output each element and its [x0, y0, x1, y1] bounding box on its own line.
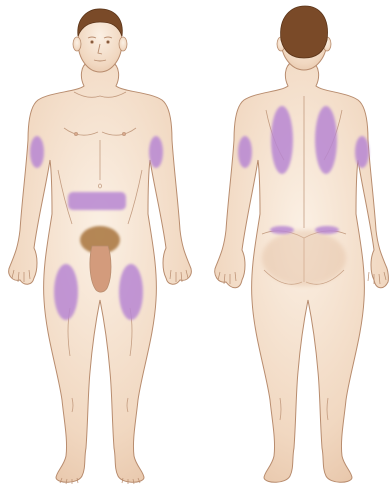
back-highlight-left-flank: [270, 226, 294, 234]
back-highlight-right-upper-arm: [355, 136, 369, 168]
front-highlight-abdomen: [68, 192, 126, 210]
back-highlight-right-scapula: [315, 106, 337, 174]
front-highlight-left-thigh: [54, 264, 78, 320]
back-buttocks-shade: [262, 230, 346, 286]
front-ear-left: [73, 37, 81, 51]
back-highlight-left-scapula: [271, 106, 293, 174]
front-highlight-right-thigh: [119, 264, 143, 320]
back-view: [215, 6, 389, 482]
front-view: [9, 9, 192, 484]
back-highlight-right-flank: [315, 226, 339, 234]
front-genitals: [90, 246, 111, 292]
front-ear-right: [119, 37, 127, 51]
back-hair: [281, 6, 328, 58]
back-highlight-left-upper-arm: [238, 136, 252, 168]
front-highlight-right-upper-arm: [149, 136, 163, 168]
front-highlight-left-upper-arm: [30, 136, 44, 168]
